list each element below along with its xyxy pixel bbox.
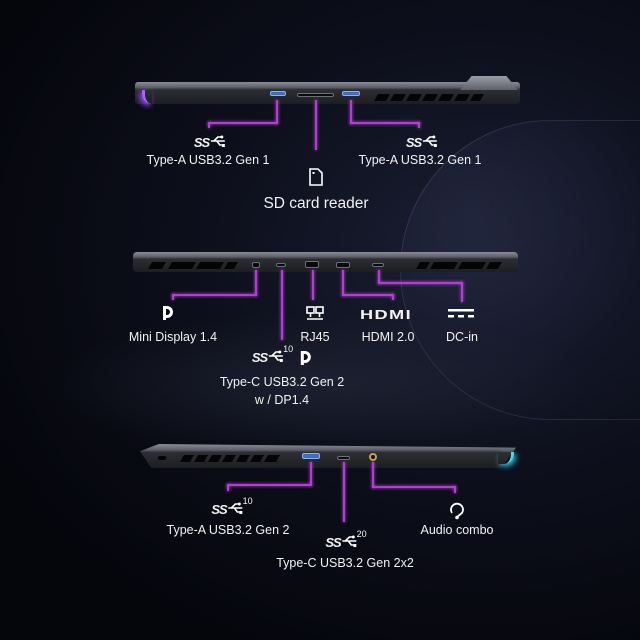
port-label: Type-A USB3.2 Gen 1 bbox=[358, 153, 482, 167]
leader-line bbox=[172, 294, 257, 296]
leader-line bbox=[342, 294, 394, 296]
leader-line bbox=[378, 270, 380, 284]
ethernet-icon bbox=[306, 306, 324, 320]
leader-line bbox=[208, 122, 210, 128]
port-label: HDMI 2.0 bbox=[361, 330, 415, 344]
leader-line bbox=[227, 484, 312, 486]
usb-a-port bbox=[342, 91, 360, 96]
hdmi-port bbox=[336, 262, 350, 268]
leader-line bbox=[350, 122, 420, 124]
leader-line bbox=[227, 484, 229, 491]
port-label: RJ45 bbox=[300, 330, 330, 344]
leader-line bbox=[255, 270, 257, 296]
leader-line bbox=[315, 100, 317, 150]
dc-in-port bbox=[372, 263, 384, 267]
background-asteroids bbox=[0, 300, 640, 440]
superspeed-usb-20-icon: SS 20 bbox=[325, 529, 367, 550]
mini-displayport-port bbox=[252, 262, 260, 268]
port-label: Type-C USB3.2 Gen 2 bbox=[219, 375, 345, 389]
kensington-lock bbox=[158, 456, 166, 460]
audio-jack bbox=[369, 453, 377, 461]
leader-line bbox=[392, 294, 394, 300]
usb-c-port bbox=[337, 456, 350, 460]
leader-line bbox=[461, 282, 463, 302]
superspeed-usb-icon: SS bbox=[406, 135, 438, 150]
port-label: DC-in bbox=[446, 330, 478, 344]
superspeed-usb-10-displayport-icon: SS 10 bbox=[252, 344, 312, 366]
leader-line bbox=[276, 100, 278, 124]
port-label: SD card reader bbox=[263, 195, 369, 212]
leader-line bbox=[208, 122, 278, 124]
sd-card-slot bbox=[297, 93, 334, 97]
leader-line bbox=[372, 462, 374, 488]
leader-line bbox=[281, 270, 283, 340]
port-label: Mini Display 1.4 bbox=[128, 330, 218, 344]
leader-line bbox=[350, 100, 352, 124]
leader-line bbox=[172, 294, 174, 300]
rj45-port bbox=[305, 261, 319, 268]
usb-a-port bbox=[270, 91, 286, 96]
port-label: Type-A USB3.2 Gen 1 bbox=[146, 153, 270, 167]
leader-line bbox=[418, 122, 420, 128]
leader-line bbox=[372, 486, 456, 488]
leader-line bbox=[342, 270, 344, 296]
port-label: Audio combo bbox=[420, 523, 494, 537]
usb-a-port bbox=[302, 453, 320, 459]
sd-card-icon bbox=[309, 168, 323, 186]
leader-line bbox=[343, 462, 345, 522]
dc-power-icon bbox=[448, 309, 474, 318]
leader-line bbox=[312, 270, 314, 300]
leader-line bbox=[310, 462, 312, 486]
hdmi-icon: HDMI bbox=[359, 307, 413, 322]
headset-icon bbox=[450, 502, 464, 520]
leader-line bbox=[454, 486, 456, 493]
superspeed-usb-10-icon: SS 10 bbox=[211, 496, 253, 517]
displayport-icon bbox=[163, 306, 173, 320]
leader-line bbox=[378, 282, 463, 284]
superspeed-usb-icon: SS bbox=[194, 135, 226, 150]
port-label: Type-A USB3.2 Gen 2 bbox=[166, 523, 290, 537]
port-label-secondary: w / DP1.4 bbox=[254, 393, 310, 407]
usb-c-port bbox=[276, 263, 286, 267]
port-label: Type-C USB3.2 Gen 2x2 bbox=[276, 556, 414, 570]
